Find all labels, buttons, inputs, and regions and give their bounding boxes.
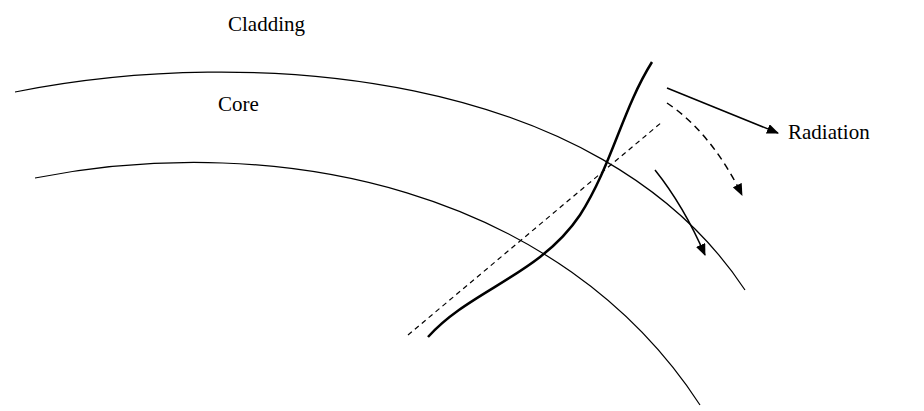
cladding-boundary-inner — [35, 162, 700, 405]
region-label: Cladding — [228, 12, 305, 37]
radiation-arrow — [667, 88, 778, 133]
dashed-radiation-arrow — [667, 103, 742, 195]
mode-field-profile — [428, 62, 652, 337]
cladding-boundary-outer — [15, 72, 745, 290]
region-label: Core — [218, 92, 259, 117]
radiation-label: Radiation — [788, 120, 870, 145]
wavefront-line — [408, 122, 662, 335]
guided-arrow — [655, 170, 705, 255]
